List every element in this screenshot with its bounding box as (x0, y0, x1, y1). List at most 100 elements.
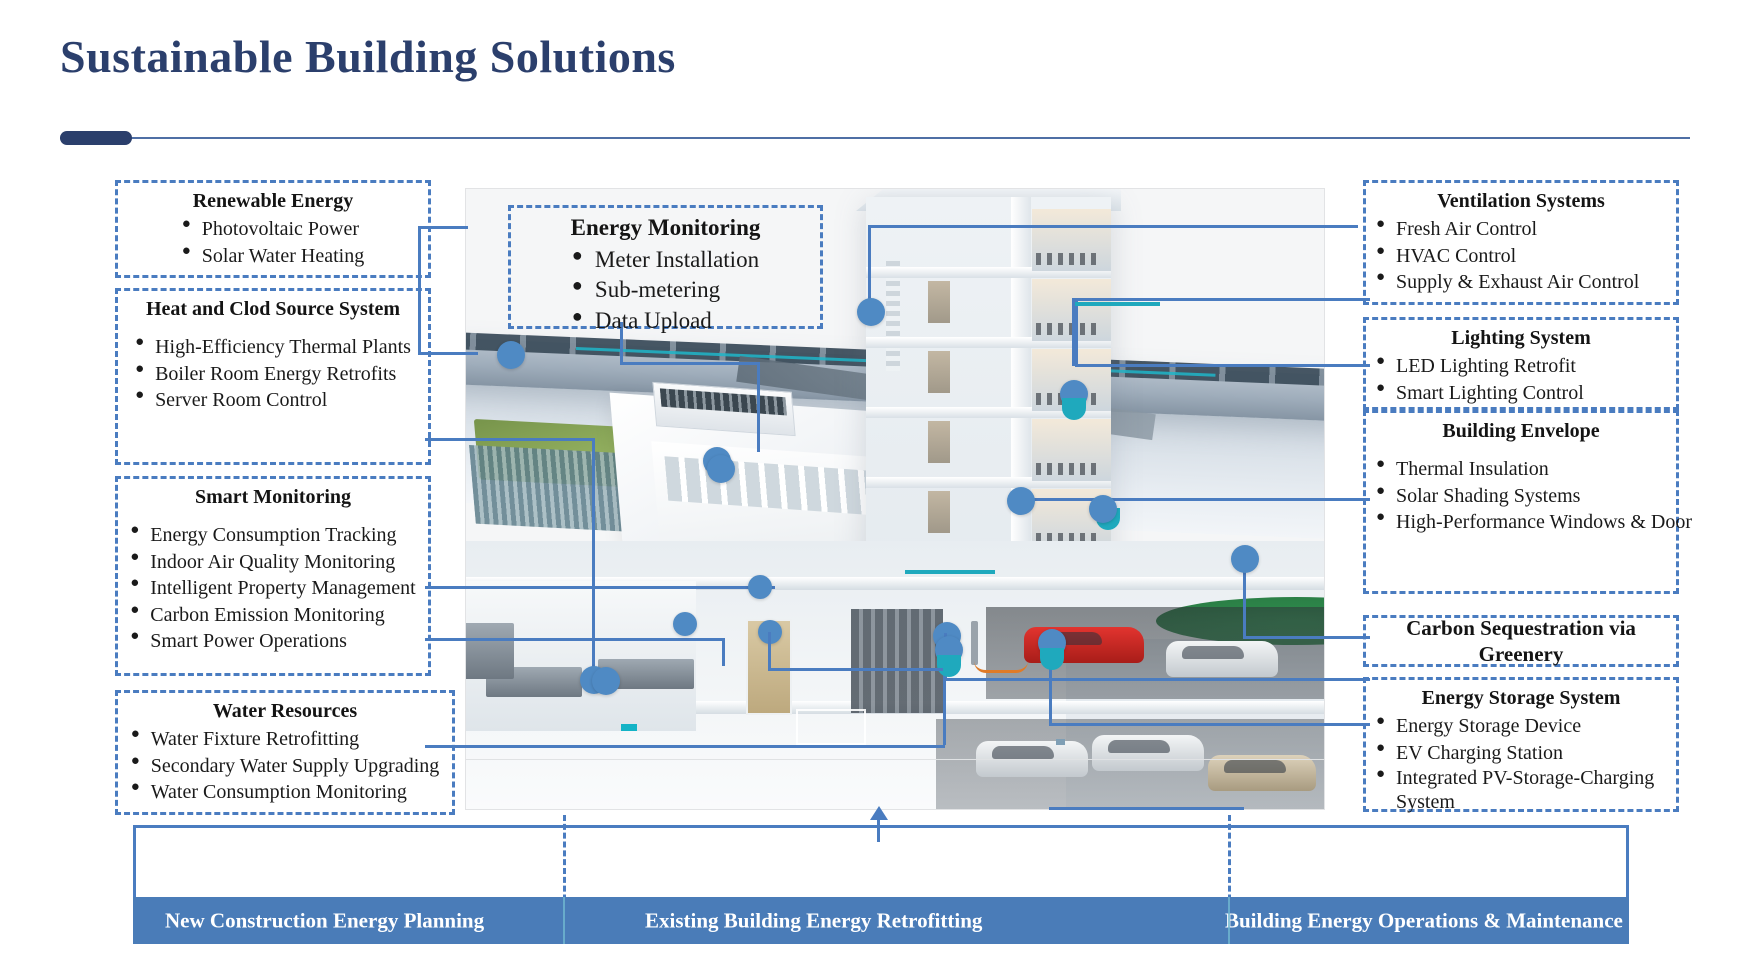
panel-building-envelope[interactable]: Building Envelope Thermal Insulation Sol… (1363, 410, 1692, 594)
list-item: Smart Lighting Control (1376, 379, 1666, 407)
hotspot-storage-teal[interactable] (1040, 648, 1064, 670)
ev-charging-post (971, 621, 978, 665)
list-item: Meter Installation (572, 244, 759, 276)
panel-title: Lighting System (1451, 327, 1591, 349)
phase-frame (133, 825, 1629, 903)
panel-items: Thermal Insulation Solar Shading Systems… (1376, 455, 1692, 536)
connector-energy-storage (1049, 640, 1052, 723)
panel-energy-storage[interactable]: Energy Storage System Energy Storage Dev… (1363, 677, 1679, 814)
panel-heat-cold-source[interactable]: Heat and Clod Source System High-Efficie… (115, 288, 431, 465)
phase-bar[interactable]: New Construction Energy Planning Existin… (133, 897, 1629, 944)
list-item: Smart Power Operations (130, 627, 415, 655)
hotspot-greenery[interactable] (1231, 545, 1259, 573)
server-room-racks (851, 609, 943, 713)
hotspot-property-management[interactable] (748, 575, 772, 599)
list-item: Solar Shading Systems (1376, 482, 1666, 510)
list-item: High-Efficiency Thermal Plants (135, 333, 411, 361)
list-item: Water Fixture Retrofitting (131, 725, 440, 753)
panel-items: Energy Consumption Tracking Indoor Air Q… (130, 521, 415, 655)
teal-accent-mark (1056, 739, 1065, 745)
list-item: Boiler Room Energy Retrofits (135, 360, 411, 388)
panel-energy-monitoring[interactable]: Energy Monitoring Meter Installation Sub… (508, 205, 823, 333)
connector-bottom (1049, 807, 1244, 810)
connector-energy-storage (945, 678, 1370, 681)
phase-bar-tick-1 (563, 897, 565, 944)
connector-smart-monitoring (425, 586, 775, 589)
panel-title: Building Envelope (1442, 420, 1600, 442)
ev-charging-cable (974, 661, 1028, 673)
panel-water-resources[interactable]: Water Resources Water Fixture Retrofitti… (115, 690, 455, 815)
connector-lighting (1072, 298, 1075, 366)
list-item: High-Performance Windows & Door (1376, 508, 1692, 536)
list-item: Sub-metering (572, 274, 759, 306)
parked-car-tan (1208, 755, 1316, 791)
window-slot (928, 491, 950, 533)
panel-title: Carbon Sequestration via Greenery (1406, 615, 1636, 666)
panel-title: Water Resources (212, 700, 358, 722)
connector-energy-monitoring (757, 362, 760, 452)
connector-greenery (1243, 556, 1246, 638)
illustration-baseline (466, 759, 1324, 760)
office-interior (1032, 279, 1111, 341)
panel-renewable-energy[interactable]: Renewable Energy Photovoltaic Power Sola… (115, 180, 431, 278)
hotspot-water-fixtures[interactable] (592, 667, 620, 695)
hotspot-lighting-teal[interactable] (1062, 398, 1086, 420)
panel-smart-monitoring[interactable]: Smart Monitoring Energy Consumption Trac… (115, 476, 431, 676)
hotspot-thermal-insulation[interactable] (1007, 487, 1035, 515)
connector-water (425, 745, 945, 748)
connector-renewable (418, 226, 468, 229)
panel-ventilation-systems[interactable]: Ventilation Systems Fresh Air Control HV… (1363, 180, 1679, 305)
property-management-desk (796, 709, 866, 745)
list-item: Water Consumption Monitoring (131, 778, 440, 806)
floor-slab (866, 267, 1111, 278)
panel-items: Meter Installation Sub-metering Data Upl… (572, 244, 759, 337)
list-item: LED Lighting Retrofit (1376, 352, 1666, 380)
panel-items: Energy Storage Device EV Charging Statio… (1376, 712, 1666, 814)
floor-slab (866, 477, 1111, 488)
connector-misc (768, 668, 943, 671)
connector-energy-monitoring (620, 362, 760, 365)
connector-water (943, 660, 946, 745)
teal-accent-mark (621, 724, 637, 731)
list-item: Carbon Emission Monitoring (130, 601, 415, 629)
floor-slab (866, 337, 1111, 348)
connector-envelope (1018, 498, 1370, 501)
panel-items: High-Efficiency Thermal Plants Boiler Ro… (135, 333, 411, 414)
list-item: Intelligent Property Management (130, 574, 415, 602)
panel-title: Renewable Energy (192, 190, 354, 212)
phase-divider-2 (1228, 815, 1231, 927)
phase-label-existing-retrofit[interactable]: Existing Building Energy Retrofitting (645, 908, 983, 932)
panel-carbon-sequestration[interactable]: Carbon Sequestration via Greenery (1363, 615, 1679, 667)
office-interior (1032, 419, 1111, 481)
panel-lighting-system[interactable]: Lighting System LED Lighting Retrofit Sm… (1363, 317, 1679, 410)
phase-label-new-construction[interactable]: New Construction Energy Planning (165, 908, 485, 932)
phase-divider-1 (563, 815, 566, 927)
panel-items: Fresh Air Control HVAC Control Supply & … (1376, 215, 1666, 296)
panel-items: Water Fixture Retrofitting Secondary Wat… (131, 725, 440, 806)
hotspot-storage-device-teal[interactable] (937, 655, 961, 677)
floor-slab (866, 407, 1111, 418)
phase-label-operations-maintenance[interactable]: Building Energy Operations & Maintenance (1225, 908, 1623, 932)
list-item: Photovoltaic Power (182, 215, 364, 243)
list-item: Energy Storage Device (1376, 712, 1666, 740)
panel-title: Energy Storage System (1421, 687, 1621, 709)
list-item: Server Room Control (135, 386, 411, 414)
connector-ventilation (868, 225, 871, 305)
parked-car-white (1166, 641, 1278, 677)
list-item: Integrated PV-Storage-Charging System (1376, 765, 1666, 814)
hotspot-rooftop-plant[interactable] (707, 455, 735, 483)
connector-lighting (1075, 298, 1078, 366)
window-slot (928, 351, 950, 393)
phase-up-arrow-icon (870, 806, 888, 820)
connector-teal-accent (905, 570, 995, 574)
hotspot-server-room[interactable] (673, 612, 697, 636)
connector-misc (768, 632, 771, 670)
panel-title: Energy Monitoring (570, 215, 761, 240)
connector-energy-storage (1049, 723, 1370, 726)
list-item: HVAC Control (1376, 242, 1666, 270)
phase-bar-tick-2 (1228, 897, 1230, 944)
hotspot-photovoltaic[interactable] (497, 341, 525, 369)
hotspot-solar-shading[interactable] (1089, 495, 1117, 523)
hotspot-fresh-air[interactable] (857, 298, 885, 326)
